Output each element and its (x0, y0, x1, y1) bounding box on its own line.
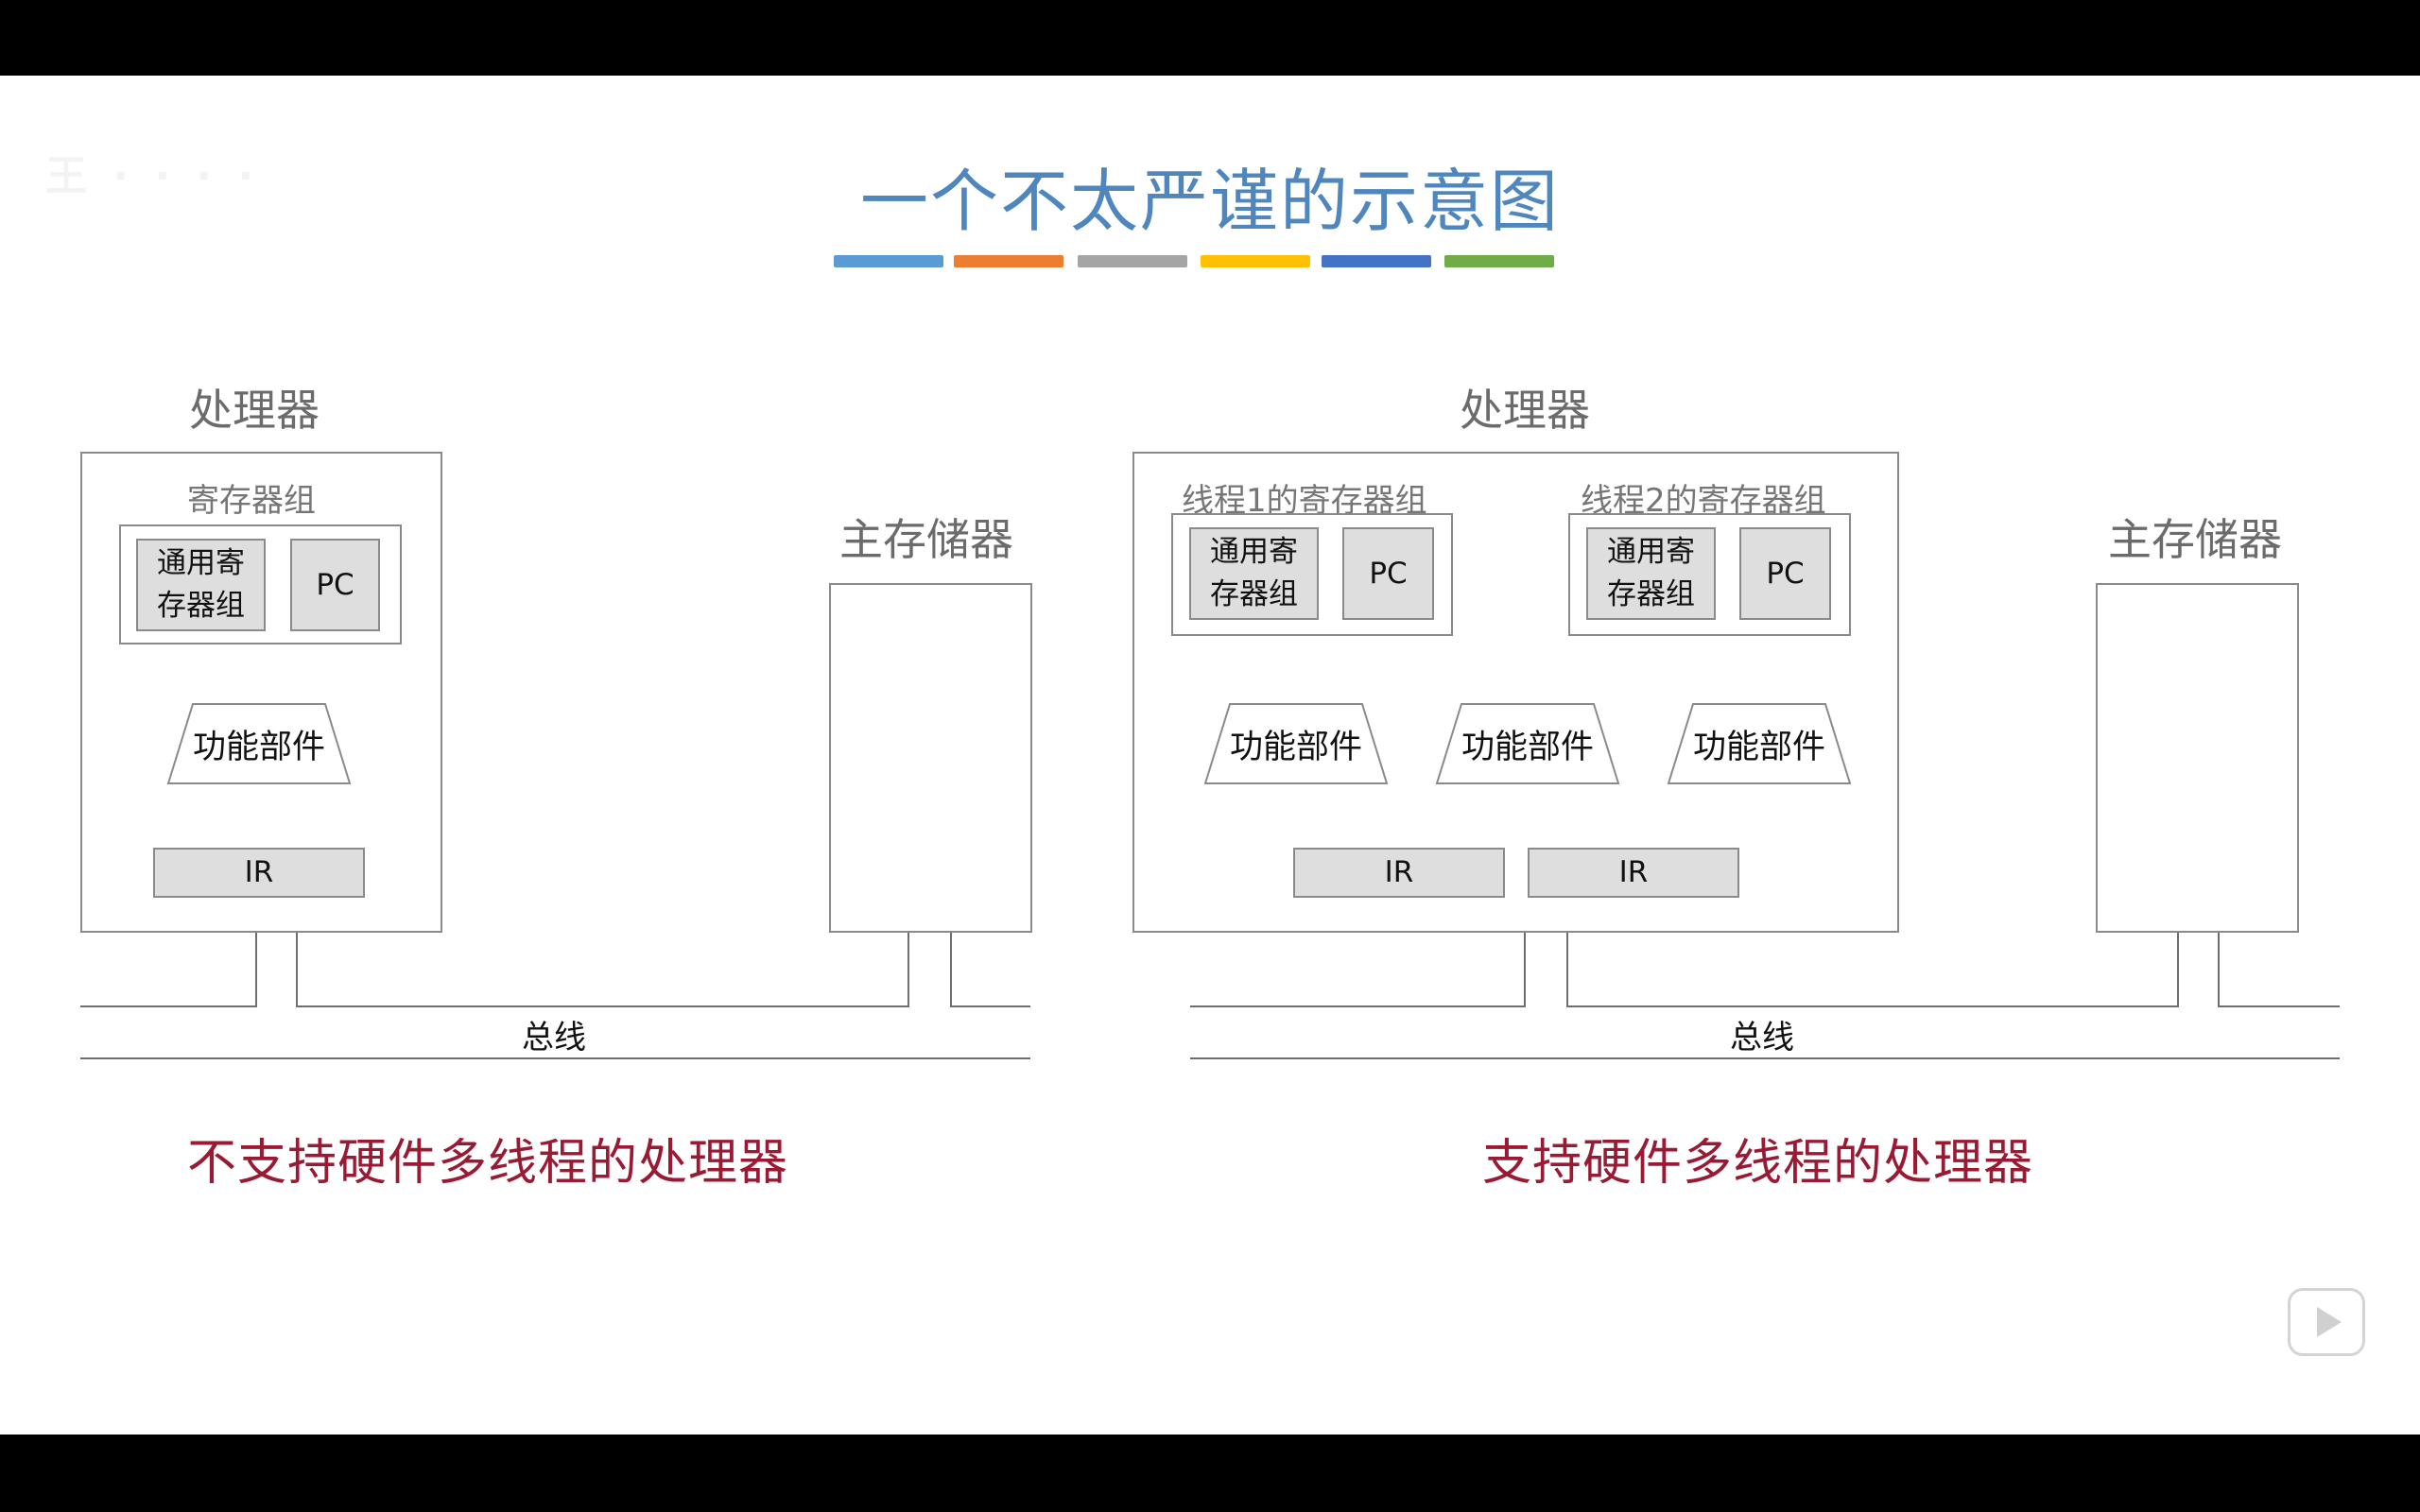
right-processor-label: 处理器 (1460, 385, 1590, 436)
color-bar-3 (1078, 255, 1187, 267)
right-memory-label: 主存储器 (2108, 514, 2282, 565)
left-ir-register: IR (153, 848, 365, 898)
left-bus-top-line (80, 933, 1030, 1007)
right-functional-unit-3: 功能部件 (1667, 702, 1852, 785)
right-bus-top-line (1190, 933, 2340, 1007)
thread1-pc-register: PC (1342, 527, 1434, 620)
trapezoid-shape (1435, 703, 1620, 784)
left-register-group-label: 寄存器组 (187, 482, 316, 520)
color-bar-5 (1322, 255, 1431, 267)
right-memory-box (2096, 583, 2299, 933)
color-bar-4 (1201, 255, 1310, 267)
right-caption: 支持硬件多线程的处理器 (1482, 1135, 2034, 1192)
right-ir-register-1: IR (1293, 848, 1505, 898)
trapezoid-shape (1203, 703, 1389, 784)
functional-unit-label: 功能部件 (1461, 728, 1594, 766)
functional-unit-label: 功能部件 (192, 728, 325, 766)
left-processor-label: 处理器 (189, 385, 320, 436)
left-general-register: 通用寄 存器组 (136, 539, 266, 631)
play-icon[interactable] (2288, 1288, 2365, 1356)
functional-unit-label: 功能部件 (1692, 728, 1825, 766)
color-bar-6 (1444, 255, 1554, 267)
color-bar-1 (834, 255, 943, 267)
left-bus-label: 总线 (522, 1019, 586, 1057)
trapezoid-shape (166, 703, 352, 784)
slide-title: 一个不太严谨的示意图 (859, 162, 1560, 241)
right-bus-label: 总线 (1730, 1019, 1794, 1057)
functional-unit-label: 功能部件 (1229, 728, 1362, 766)
left-caption: 不支持硬件多线程的处理器 (187, 1135, 789, 1192)
thread2-general-register: 通用寄 存器组 (1586, 527, 1716, 620)
color-bar-2 (954, 255, 1063, 267)
left-pc-register: PC (290, 539, 380, 631)
faded-watermark-text: 王 · · · · (45, 152, 260, 200)
trapezoid-shape (1667, 703, 1852, 784)
right-functional-unit-1: 功能部件 (1203, 702, 1389, 785)
left-memory-label: 主存储器 (839, 514, 1013, 565)
left-functional-unit: 功能部件 (166, 702, 352, 785)
right-ir-register-2: IR (1528, 848, 1739, 898)
right-functional-unit-2: 功能部件 (1435, 702, 1620, 785)
thread2-pc-register: PC (1739, 527, 1831, 620)
thread1-general-register: 通用寄 存器组 (1189, 527, 1319, 620)
slide: 王 · · · · 一个不太严谨的示意图 处理器 寄存器组 通用寄 存器组 PC… (0, 76, 2420, 1435)
left-memory-box (829, 583, 1032, 933)
